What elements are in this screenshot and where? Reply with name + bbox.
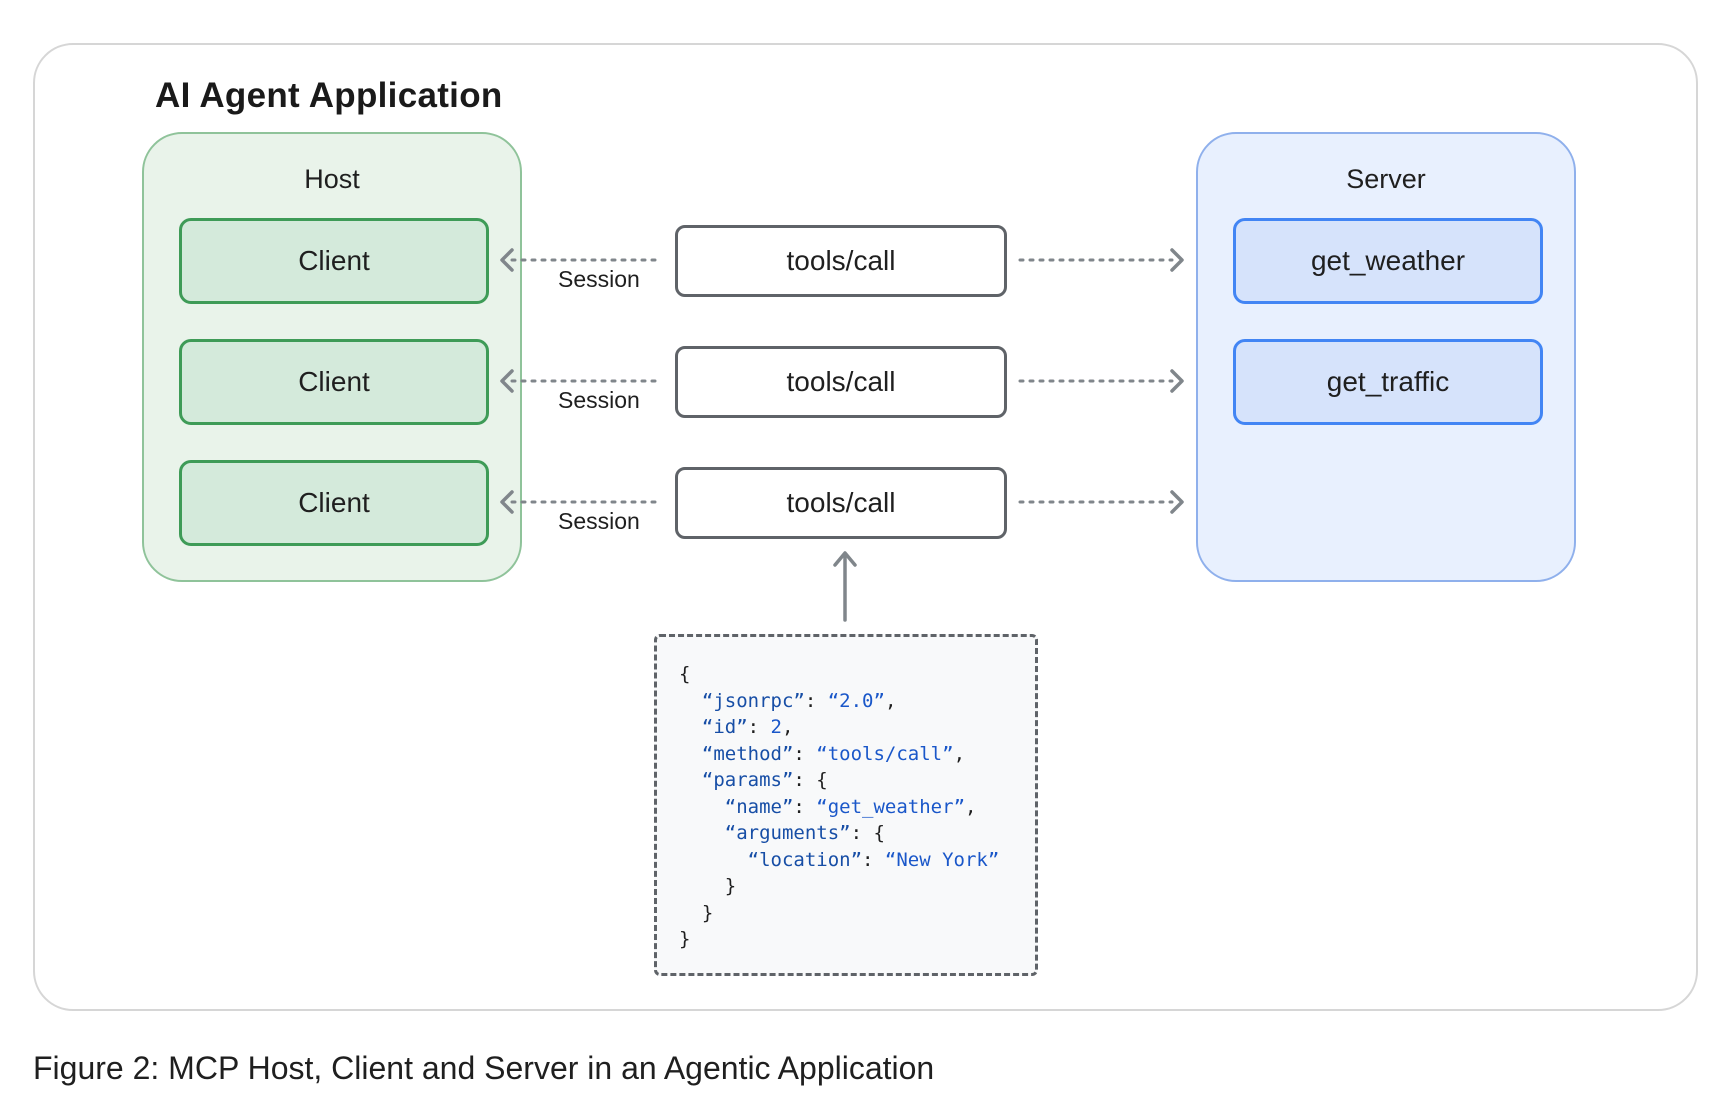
json-key: “jsonrpc” [701,689,805,712]
json-key: “arguments” [724,822,851,844]
server-label: Server [1346,164,1426,194]
client-box: Client [179,218,489,304]
session-label: Session [558,508,640,534]
json-brace: } [679,928,691,950]
diagram-title: AI Agent Application [155,76,503,115]
client-box: Client [179,460,489,546]
arrowhead-left [500,248,514,272]
json-rpc-request: { “jsonrpc”: “2.0”, “id”: 2, “method”: “… [654,634,1038,976]
json-value: 2 [770,716,782,738]
client-box: Client [179,339,489,425]
tool-get-traffic: get_traffic [1233,339,1543,425]
json-key: “id” [701,716,748,738]
figure-caption: Figure 2: MCP Host, Client and Server in… [33,1050,935,1086]
json-key: “location” [747,848,863,871]
host-panel: Host Client Client Client [142,132,522,582]
arrowhead-right [1170,248,1184,272]
arrowhead-right [1170,490,1184,514]
json-brace: { [679,663,691,685]
json-key: “method” [701,742,794,765]
tools-call-box: tools/call [675,467,1007,539]
arrowhead-left [500,490,514,514]
session-label: Session [558,266,640,292]
server-panel: Server get_weather get_traffic [1196,132,1576,582]
json-value: “get_weather” [816,795,966,818]
session-label: Session [558,387,640,413]
json-key: “params” [701,769,794,791]
arrowhead-left [500,369,514,393]
tools-call-box: tools/call [675,225,1007,297]
tools-call-box: tools/call [675,346,1007,418]
tool-get-weather: get_weather [1233,218,1543,304]
json-value: “2.0” [827,689,885,712]
host-label: Host [304,164,360,194]
json-value: “tools/call” [816,742,954,765]
json-key: “name” [724,795,794,818]
json-value: “New York” [884,848,1000,871]
arrowhead-right [1170,369,1184,393]
arrowhead-up [833,551,857,567]
